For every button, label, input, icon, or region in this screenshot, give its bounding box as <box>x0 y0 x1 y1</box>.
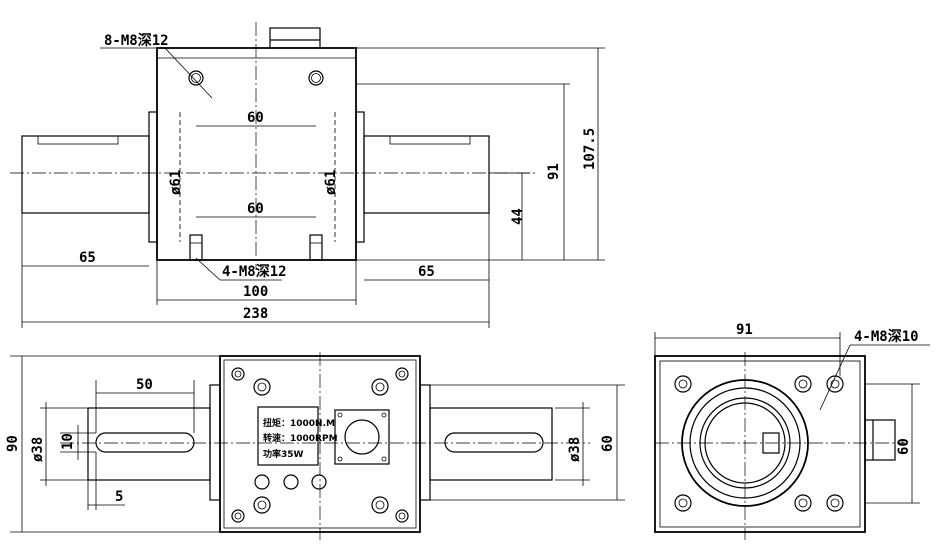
threaded-hole <box>309 234 323 261</box>
keyway <box>95 432 195 453</box>
front-body <box>156 47 357 261</box>
dim-dia-61-right: ø61 <box>323 170 339 195</box>
nameplate-line2: 转速：1000RPM <box>263 432 338 444</box>
dim-107-5: 107.5 <box>582 128 598 170</box>
right-flange <box>355 111 365 243</box>
dim-60-bottom: 60 <box>247 201 264 217</box>
top-view: 扭矩：1000N.M 转速：1000RPM 功率35W 50 10 5 ø38 … <box>5 352 625 540</box>
threaded-hole <box>189 234 203 261</box>
note-4-m8: 4-M8深12 <box>222 263 287 280</box>
dim-dia-38-left: ø38 <box>30 437 46 462</box>
dim-60-top: 60 <box>247 110 264 126</box>
right-shaft <box>363 135 490 214</box>
hole <box>188 70 204 86</box>
side-view: 91 4-M8深10 60 <box>654 322 930 540</box>
keyway <box>444 432 544 453</box>
top-left-shaft <box>87 407 211 481</box>
dim-60-side: 60 <box>896 438 912 455</box>
hole <box>308 70 324 86</box>
dim-dia-61-left: ø61 <box>168 170 184 195</box>
connector-socket <box>334 409 390 465</box>
dim-100: 100 <box>243 284 268 300</box>
dim-238: 238 <box>243 306 268 322</box>
dim-5: 5 <box>115 489 123 505</box>
dim-dia-38-right: ø38 <box>567 437 583 462</box>
dim-60-top-view: 60 <box>600 435 616 452</box>
nameplate-line1: 扭矩：1000N.M <box>263 417 335 429</box>
dim-10: 10 <box>60 433 76 450</box>
dim-50: 50 <box>136 377 153 393</box>
dim-44: 44 <box>510 208 526 225</box>
note-4-m8-side: 4-M8深10 <box>854 328 919 345</box>
side-connector <box>864 419 896 461</box>
note-8-m8: 8-M8深12 <box>104 32 169 49</box>
left-shaft <box>21 135 150 214</box>
nameplate <box>257 406 319 466</box>
nameplate-line3: 功率35W <box>263 448 304 460</box>
dim-91-side: 91 <box>736 322 753 338</box>
dim-90: 90 <box>5 435 21 452</box>
dim-65-right: 65 <box>418 264 435 280</box>
connector <box>269 27 321 49</box>
front-view: 60 60 ø61 ø61 8-M8深12 4-M8深12 65 65 100 … <box>10 22 605 328</box>
left-flange <box>148 111 158 243</box>
corner-screws <box>231 367 409 523</box>
top-right-shaft <box>429 407 553 481</box>
dim-65-left: 65 <box>79 250 96 266</box>
dim-91: 91 <box>546 163 562 180</box>
